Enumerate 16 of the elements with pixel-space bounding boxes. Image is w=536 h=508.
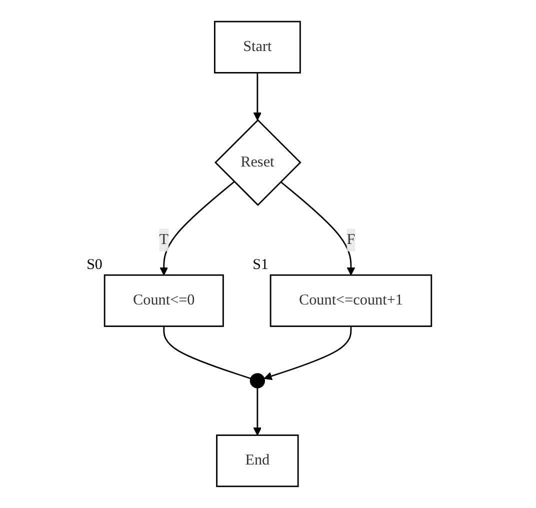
step-label: S0 [86,257,102,274]
node-box: Count<=0 [104,274,224,327]
step-label: S1 [252,257,268,274]
arrow [160,181,235,276]
arrow [253,388,262,436]
arrow [264,326,352,380]
node-box: Count<=count+1 [270,274,432,327]
arrow [280,181,356,276]
connector [163,326,251,380]
edge-label: F [346,232,356,248]
arrow [253,72,262,121]
node-circle [250,373,266,388]
node-box: Start [214,20,301,74]
edge-label: T [159,232,169,248]
node-box: End [216,434,299,488]
node-diamond: Reset [214,119,302,206]
